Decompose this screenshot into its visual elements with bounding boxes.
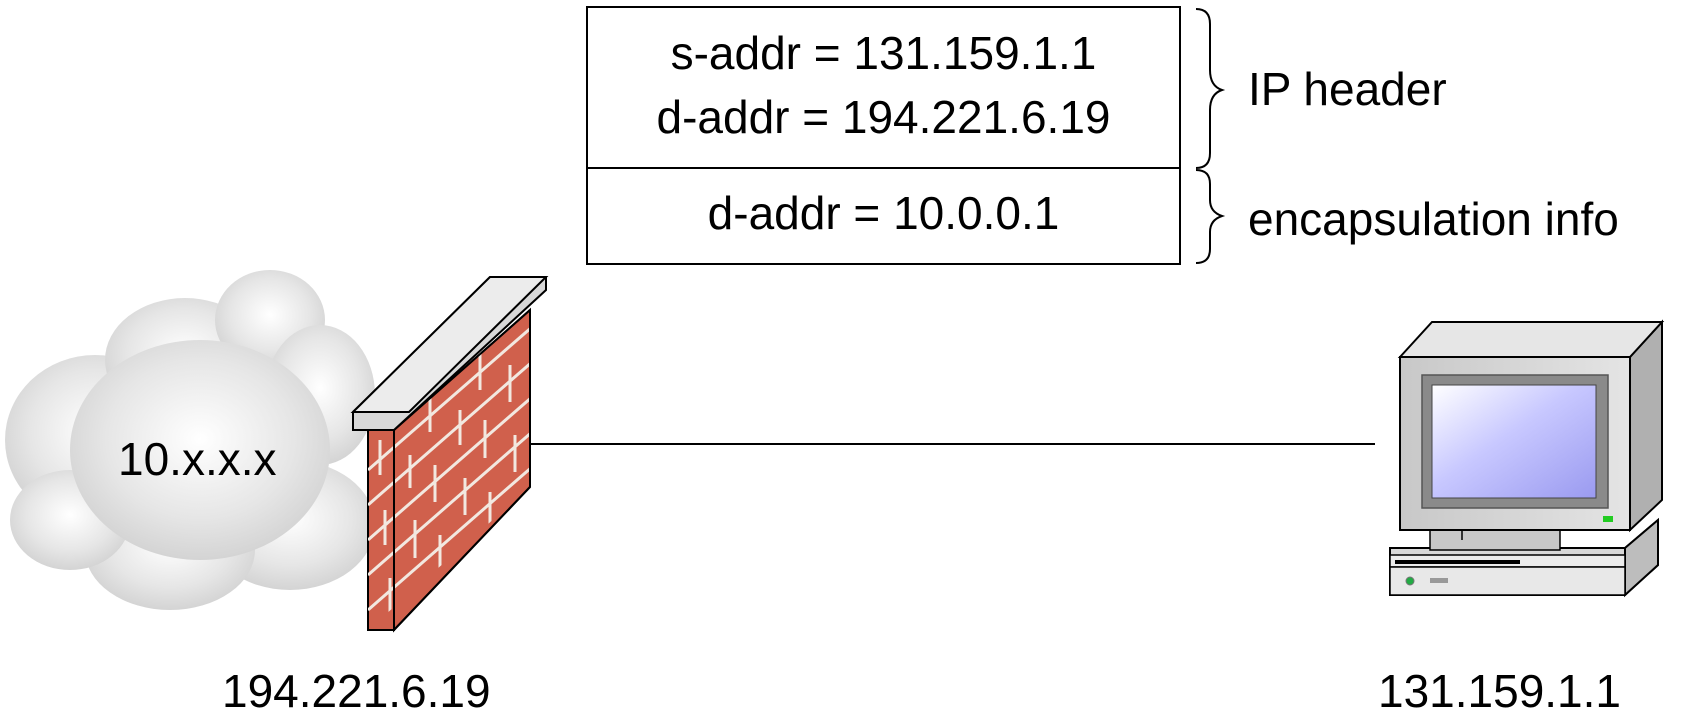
- encapsulation-info-label: encapsulation info: [1248, 193, 1619, 245]
- header-source-address: s-addr = 131.159.1.1: [670, 27, 1097, 79]
- encapsulation-destination-address: d-addr = 10.0.0.1: [707, 187, 1060, 239]
- ip-header-brace: [1195, 8, 1226, 169]
- desktop-computer-icon: [1389, 319, 1665, 598]
- private-network-cloud: [5, 270, 375, 610]
- firewall-brick-wall-icon: [350, 276, 549, 633]
- firewall-address-label: 194.221.6.19: [222, 665, 491, 717]
- header-destination-address: d-addr = 194.221.6.19: [656, 91, 1111, 143]
- host-address-label: 131.159.1.1: [1378, 665, 1622, 717]
- encapsulation-brace: [1195, 169, 1226, 264]
- packet-box: [586, 6, 1181, 265]
- private-network-label: 10.x.x.x: [118, 433, 277, 485]
- ip-header-label: IP header: [1248, 63, 1447, 115]
